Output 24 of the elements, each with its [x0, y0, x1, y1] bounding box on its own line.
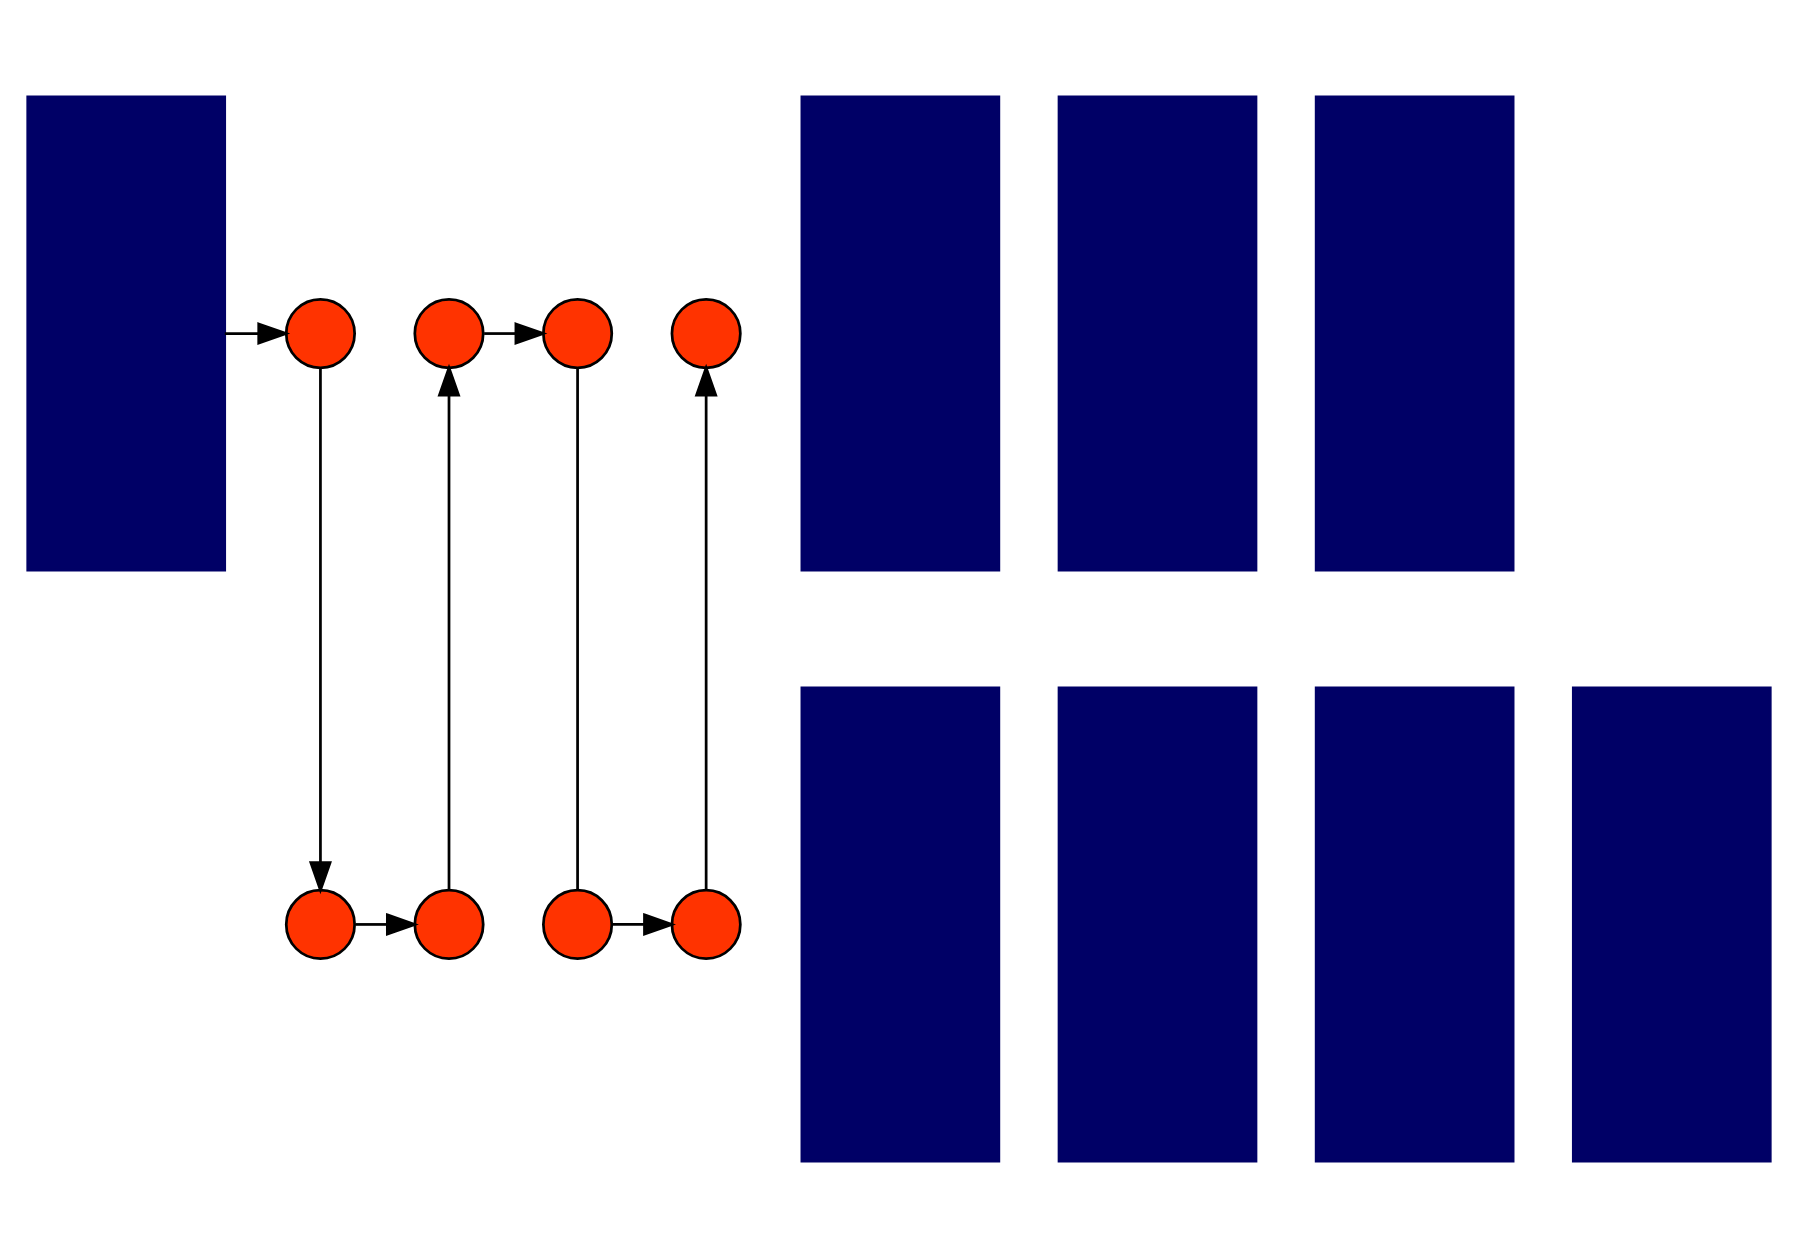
- arrow: [612, 911, 676, 935]
- arrow: [694, 362, 718, 890]
- arrow: [355, 911, 419, 935]
- node-circle: [542, 297, 614, 369]
- node-circle: [284, 887, 356, 959]
- node-box: [1057, 685, 1258, 1162]
- node-circle: [542, 887, 614, 959]
- node-circle: [413, 887, 485, 959]
- node-circle: [670, 297, 742, 369]
- connector: [576, 366, 579, 890]
- node-box: [26, 94, 227, 571]
- node-box: [1314, 94, 1515, 571]
- node-box: [1571, 685, 1772, 1162]
- node-circle: [284, 297, 356, 369]
- node-box: [1314, 685, 1515, 1162]
- node-box: [800, 94, 1001, 571]
- node-circle: [413, 297, 485, 369]
- node-box: [1057, 94, 1258, 571]
- arrow: [224, 321, 291, 345]
- node-box: [800, 685, 1001, 1162]
- arrow: [484, 321, 548, 345]
- arrow: [437, 362, 461, 890]
- arrow: [308, 366, 332, 894]
- node-circle: [670, 887, 742, 959]
